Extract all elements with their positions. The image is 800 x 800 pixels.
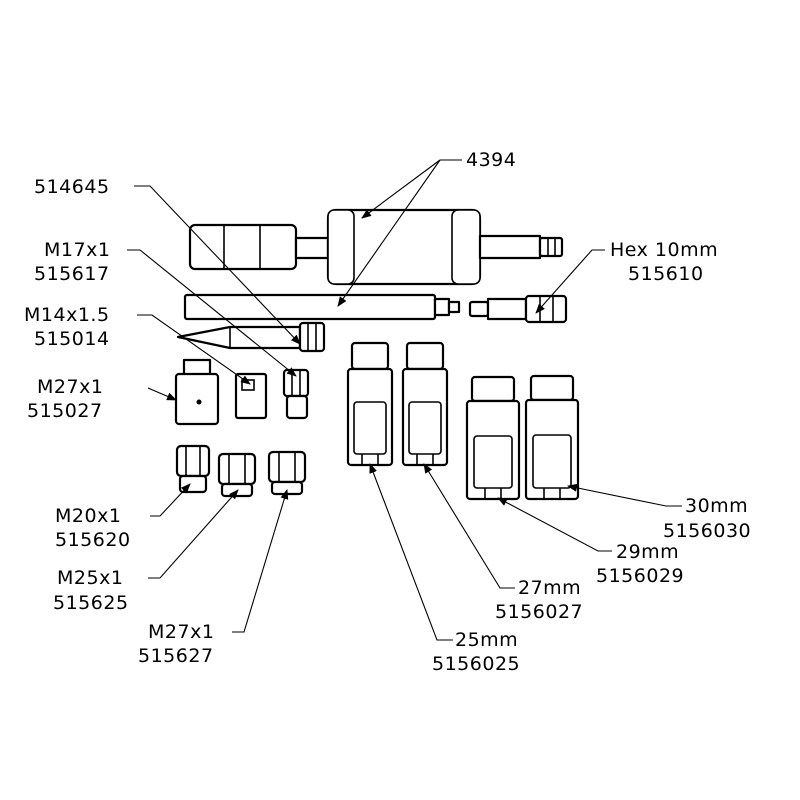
label-4394: 4394 [466, 149, 516, 171]
label-m20-thread: M20x1 [55, 505, 121, 527]
label-25mm-partno: 5156025 [432, 653, 520, 675]
label-27mm-size: 27mm [518, 577, 581, 599]
label-30mm-partno: 5156030 [663, 520, 751, 542]
hex-10mm-adapter-part [468, 294, 568, 324]
label-m27-block-partno: 515027 [27, 400, 103, 422]
label-29mm-size: 29mm [616, 541, 679, 563]
label-hex-size: Hex 10mm [610, 239, 718, 261]
label-m14-partno: 515014 [34, 328, 110, 350]
label-25mm-size: 25mm [455, 629, 518, 651]
leader-lines [127, 159, 682, 641]
label-m27-nut-thread: M27x1 [148, 621, 214, 643]
label-27mm-partno: 5156027 [495, 601, 583, 623]
socket-25mm-part [346, 341, 394, 467]
label-m14-thread: M14x1.5 [24, 304, 110, 326]
socket-27mm-part [401, 341, 449, 467]
label-29mm-partno: 5156029 [596, 565, 684, 587]
label-514645: 514645 [34, 176, 110, 198]
label-hex-partno: 515610 [628, 263, 704, 285]
label-m27-block-thread: M27x1 [37, 376, 103, 398]
label-m25-thread: M25x1 [57, 567, 123, 589]
m14-small-adapter-part [234, 372, 268, 420]
socket-30mm-part [524, 374, 580, 501]
label-m17-thread: M17x1 [44, 239, 110, 261]
m27-nut-part [267, 450, 307, 496]
label-m17-partno: 515617 [34, 263, 110, 285]
label-m27-nut-partno: 515627 [138, 645, 214, 667]
m27-block-adapter-part [174, 358, 220, 426]
m17-nut-part [282, 368, 310, 420]
m25-nut-part [217, 452, 257, 498]
socket-29mm-part [465, 375, 521, 501]
extension-rod-part [183, 293, 461, 321]
m17-pointed-adapter-part [176, 321, 326, 353]
label-30mm-size: 30mm [685, 495, 748, 517]
label-m20-partno: 515620 [55, 529, 131, 551]
slide-hammer-part [188, 208, 564, 286]
m20-nut-part [175, 444, 211, 494]
label-m25-partno: 515625 [53, 592, 129, 614]
